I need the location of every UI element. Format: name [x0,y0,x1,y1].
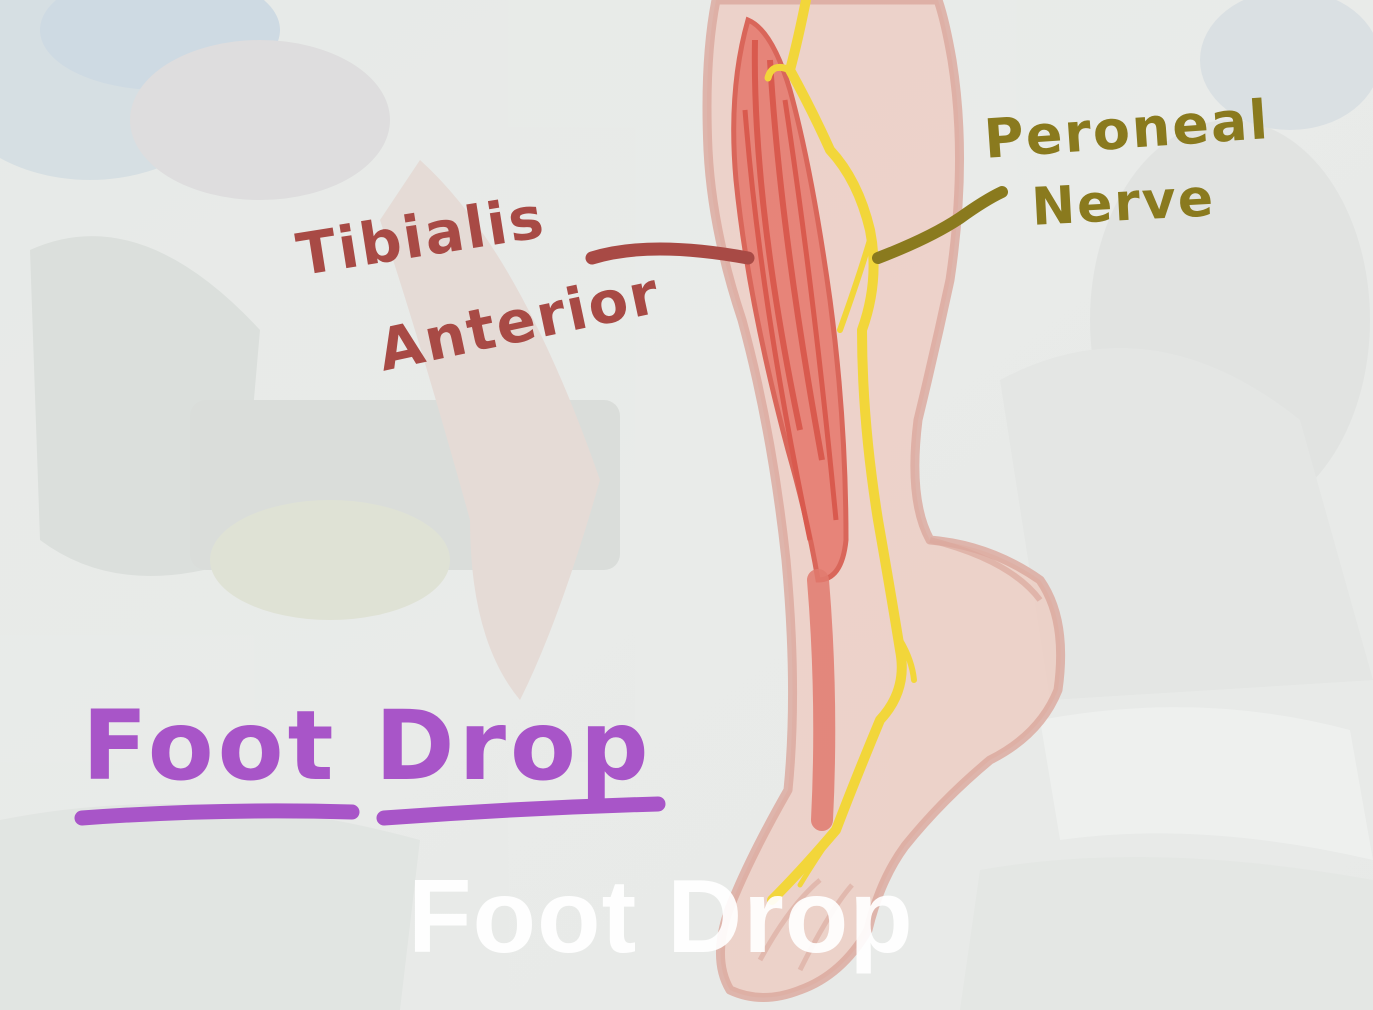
handwritten-title: Foot Drop [82,690,653,802]
tibialis-pointer-line [585,242,755,265]
title-underline-right [376,796,666,826]
peroneal-pointer-line [872,186,1008,264]
tibialis-anterior-muscle [731,16,849,831]
title-underline-left [74,803,360,826]
peroneal-nerve [764,0,917,905]
video-caption: Foot Drop [408,859,914,975]
peroneal-label-line2: Nerve [1030,168,1217,238]
